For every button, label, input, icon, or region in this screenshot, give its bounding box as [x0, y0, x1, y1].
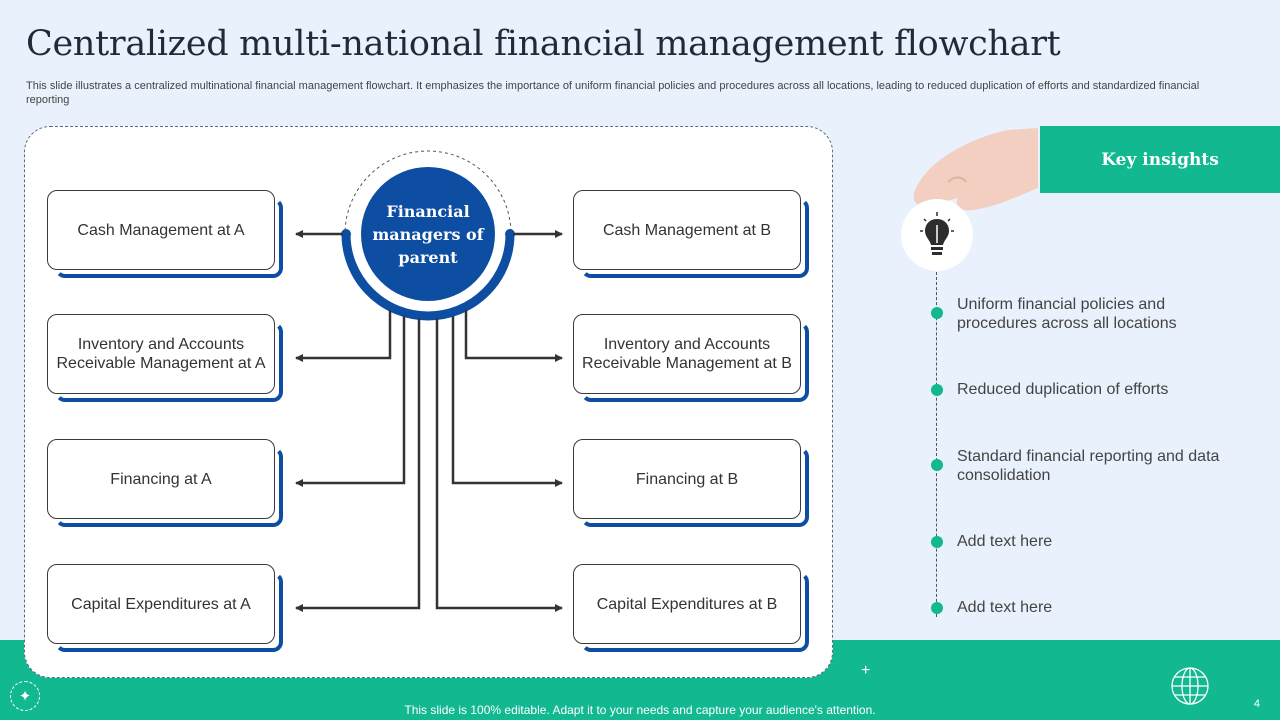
bullet-dot-icon — [931, 602, 943, 614]
box-right-4: Capital Expenditures at B — [573, 564, 809, 652]
box-left-3: Financing at A — [47, 439, 283, 527]
insight-text: Reduced duplication of efforts — [957, 381, 1169, 398]
hand-icon — [913, 128, 1038, 211]
sparkle-icon: + — [861, 662, 871, 679]
box-label: Capital Expenditures at B — [573, 564, 801, 644]
sparkle-badge-icon: ✦ — [10, 681, 40, 711]
page-title: Centralized multi-national financial man… — [26, 24, 1061, 64]
insights-header: Key insights — [1040, 126, 1280, 193]
page-number: 4 — [1253, 698, 1260, 710]
bullet-dot-icon — [931, 536, 943, 548]
box-left-2: Inventory and Accounts Receivable Manage… — [47, 314, 283, 402]
insight-text: Uniform financial policies and procedure… — [957, 296, 1177, 332]
box-left-1: Cash Management at A — [47, 190, 283, 278]
globe-icon — [1171, 667, 1209, 705]
footer-text: This slide is 100% editable. Adapt it to… — [404, 703, 876, 717]
box-left-4: Capital Expenditures at A — [47, 564, 283, 652]
insight-text: Standard financial reporting and data co… — [957, 448, 1220, 484]
bullet-dot-icon — [931, 384, 943, 396]
bullet-dot-icon — [931, 459, 943, 471]
box-right-3: Financing at B — [573, 439, 809, 527]
center-node: Financial managers of parent — [361, 167, 495, 301]
box-label: Cash Management at A — [47, 190, 275, 270]
box-label: Financing at B — [573, 439, 801, 519]
insight-text: Add text here — [957, 533, 1053, 550]
insight-text: Add text here — [957, 599, 1053, 616]
box-label: Cash Management at B — [573, 190, 801, 270]
insights-timeline — [936, 272, 937, 617]
box-right-2: Inventory and Accounts Receivable Manage… — [573, 314, 809, 402]
bullet-dot-icon — [931, 307, 943, 319]
page-subtitle: This slide illustrates a centralized mul… — [26, 80, 1200, 106]
box-right-1: Cash Management at B — [573, 190, 809, 278]
box-label: Inventory and Accounts Receivable Manage… — [47, 314, 275, 394]
box-label: Capital Expenditures at A — [47, 564, 275, 644]
insights-icon-circle — [901, 199, 973, 271]
box-label: Financing at A — [47, 439, 275, 519]
box-label: Inventory and Accounts Receivable Manage… — [573, 314, 801, 394]
lightbulb-icon — [920, 212, 954, 255]
